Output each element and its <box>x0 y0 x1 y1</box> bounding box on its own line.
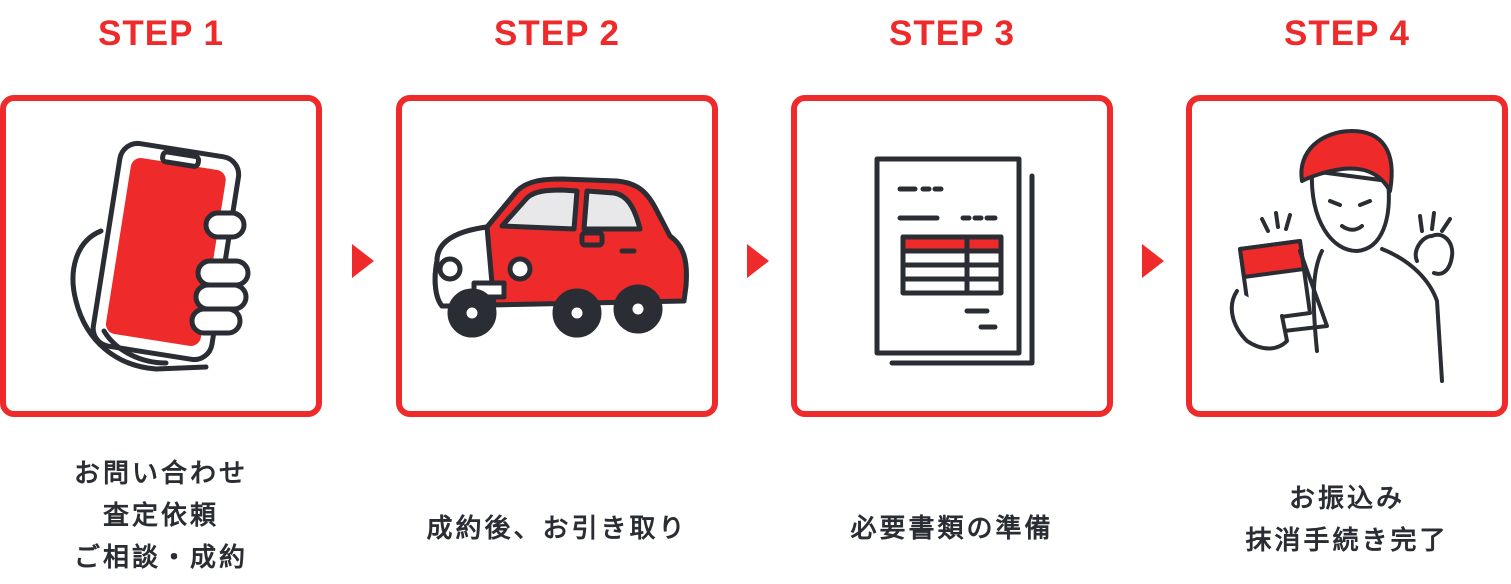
next-arrow-icon <box>352 244 374 278</box>
caption-line: 抹消手続き完了 <box>1245 526 1449 556</box>
step-title: STEP 4 <box>1284 14 1410 53</box>
caption-line: 必要書類の準備 <box>850 514 1054 544</box>
step-card <box>396 95 718 417</box>
person-with-cash-card-icon <box>1229 129 1455 383</box>
step-card <box>0 95 322 417</box>
documents-icon <box>874 156 1035 366</box>
step-caption: お振込み 抹消手続き完了 <box>1186 478 1508 562</box>
step-caption: 必要書類の準備 <box>791 508 1113 550</box>
caption-line: ご相談・成約 <box>73 543 248 573</box>
caption-line: お振込み <box>1288 484 1405 514</box>
caption-line: 成約後、お引き取り <box>426 514 688 544</box>
next-arrow-icon <box>747 244 769 278</box>
step-caption: お問い合わせ 査定依頼 ご相談・成約 <box>0 453 322 579</box>
caption-line: お問い合わせ <box>73 459 248 489</box>
smartphone-in-hand-icon <box>70 140 251 372</box>
car-icon <box>432 176 689 338</box>
next-arrow-icon <box>1142 244 1164 278</box>
caption-line: 査定依頼 <box>102 501 219 531</box>
step-title: STEP 1 <box>98 14 224 53</box>
step-title: STEP 3 <box>889 14 1015 53</box>
step-title: STEP 2 <box>494 14 620 53</box>
step-caption: 成約後、お引き取り <box>396 508 718 550</box>
step-card <box>1186 95 1508 417</box>
step-card <box>791 95 1113 417</box>
